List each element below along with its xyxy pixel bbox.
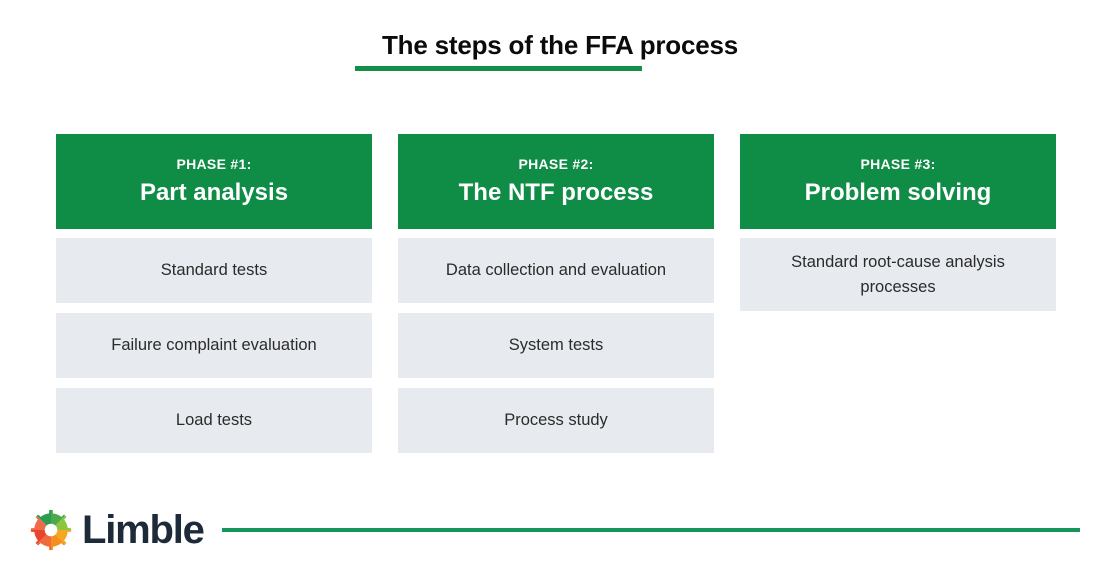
title-block: The steps of the FFA process (0, 28, 1120, 62)
step-item: Standard tests (56, 238, 372, 303)
phase-column-1: PHASE #1: Part analysis Standard tests F… (56, 134, 372, 463)
phase-column-3: PHASE #3: Problem solving Standard root-… (740, 134, 1056, 463)
limble-gear-logo-icon (30, 509, 72, 551)
phase-columns: PHASE #1: Part analysis Standard tests F… (56, 134, 1066, 463)
phase-eyebrow-1: PHASE #1: (176, 155, 252, 172)
phase-header-2: PHASE #2: The NTF process (398, 134, 714, 229)
phase-title-3: Problem solving (804, 178, 992, 206)
step-item: Process study (398, 388, 714, 453)
phase-column-2: PHASE #2: The NTF process Data collectio… (398, 134, 714, 463)
phase-title-1: Part analysis (139, 178, 289, 206)
step-item: System tests (398, 313, 714, 378)
phase-eyebrow-3: PHASE #3: (860, 155, 936, 172)
step-item: Data collection and evaluation (398, 238, 714, 303)
step-item: Load tests (56, 388, 372, 453)
brand-lockup: Limble (30, 508, 205, 552)
footer-divider (221, 528, 1080, 532)
brand-wordmark: Limble (82, 508, 205, 552)
phase-title-2: The NTF process (458, 178, 654, 206)
step-item: Failure complaint evaluation (56, 313, 372, 378)
phase-header-3: PHASE #3: Problem solving (740, 134, 1056, 229)
footer: Limble (30, 500, 1100, 560)
phase-header-1: PHASE #1: Part analysis (56, 134, 372, 229)
step-item: Standard root-cause analysis processes (740, 238, 1056, 311)
page-title: The steps of the FFA process (381, 30, 739, 60)
title-underline (355, 66, 642, 71)
phase-eyebrow-2: PHASE #2: (518, 155, 594, 172)
